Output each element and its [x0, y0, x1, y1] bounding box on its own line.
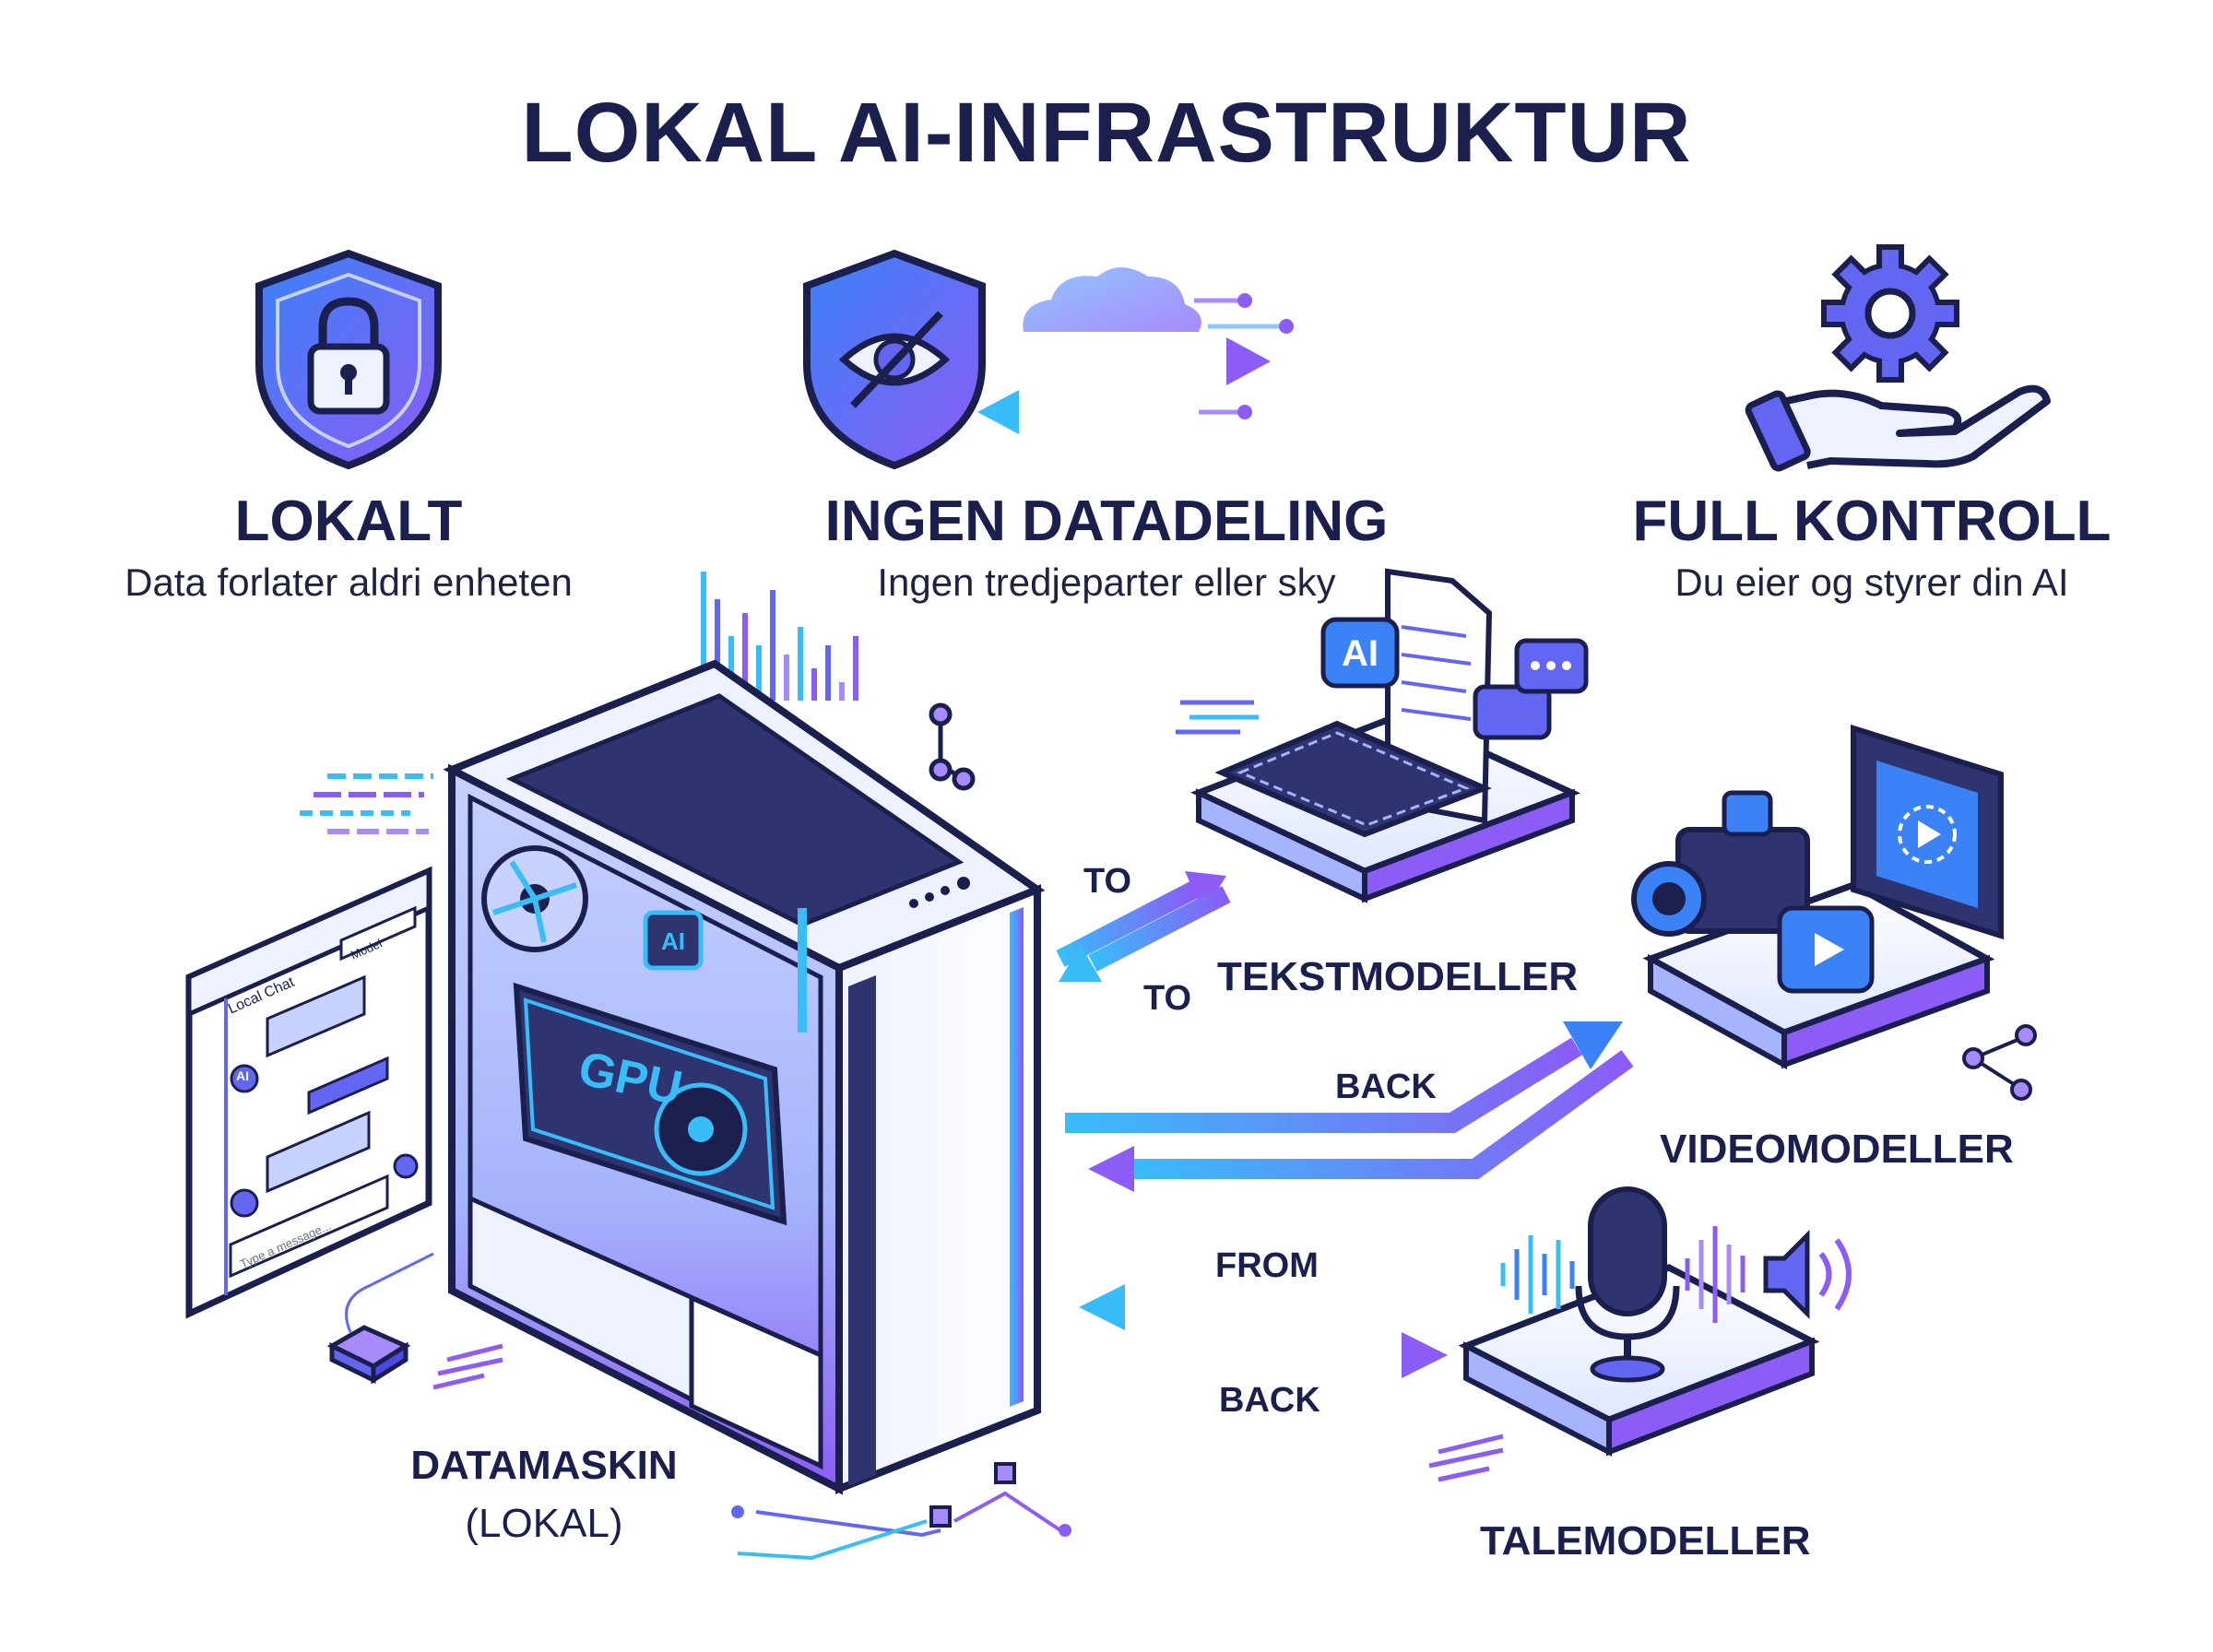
network-node-icon-right	[1962, 1024, 2037, 1101]
speech-model-platform	[1458, 1186, 1852, 1457]
network-node-icon	[929, 702, 976, 791]
computer-label-line1: DATAMASKIN	[410, 1443, 678, 1488]
hand-gear-icon	[1745, 244, 2051, 472]
microphone-icon	[1575, 1186, 1680, 1383]
circuit-lines-decoration	[731, 1462, 1071, 1561]
stripe-decoration	[432, 1343, 1504, 1482]
speed-lines-decoration	[300, 700, 1259, 834]
shield-lock-icon	[255, 249, 442, 470]
ai-chip-label: AI	[661, 927, 685, 955]
computer-tower: AI GPU	[443, 659, 1046, 1495]
chat-ai-badge: AI	[236, 1068, 249, 1083]
speech-model-arrows	[1065, 1284, 1452, 1378]
text-model-arrows	[1056, 871, 1231, 982]
arrow-label-to-upper: TO	[1083, 862, 1132, 901]
data-bars-decoration	[701, 572, 858, 701]
speech-models-label: TALEMODELLER	[1480, 1518, 1811, 1564]
feature-heading-ingen-datadeling: INGEN DATADELING	[824, 490, 1389, 553]
shield-eye-slash-icon	[803, 249, 986, 470]
video-models-label: VIDEOMODELLER	[1660, 1127, 2014, 1172]
feature-sub-ingen-datadeling: Ingen tredjeparter eller sky	[877, 560, 1336, 604]
chat-window	[185, 866, 432, 1319]
video-model-platform	[1631, 724, 2004, 1070]
arrow-label-speech-back: BACK	[1219, 1381, 1320, 1420]
sound-wave-icon	[1500, 1226, 1746, 1323]
ai-badge-icon	[1320, 617, 1400, 689]
speaker-icon	[1763, 1229, 1852, 1320]
text-model-platform: AI	[1190, 568, 1589, 903]
router-device	[326, 1252, 434, 1385]
feature-heading-full-kontroll: FULL KONTROLL	[1632, 490, 2112, 553]
arrow-label-speech-from: FROM	[1215, 1246, 1319, 1285]
cloud-icon	[977, 267, 1294, 434]
feature-sub-full-kontroll: Du eier og styrer din AI	[1675, 560, 2069, 604]
text-model-ai-badge: AI	[1342, 633, 1379, 674]
page-title: LOKAL AI-INFRASTRUKTUR	[521, 86, 1692, 180]
video-model-arrows	[1065, 1021, 1634, 1192]
text-models-label: TEKSTMODELLER	[1217, 954, 1579, 999]
arrow-label-video-back: BACK	[1335, 1068, 1437, 1106]
arrow-label-to-lower: TO	[1143, 979, 1192, 1018]
computer-label-line2: (LOKAL)	[465, 1501, 623, 1546]
feature-sub-lokalt: Data forlater aldri enheten	[124, 560, 573, 604]
feature-heading-lokalt: LOKALT	[234, 490, 463, 553]
